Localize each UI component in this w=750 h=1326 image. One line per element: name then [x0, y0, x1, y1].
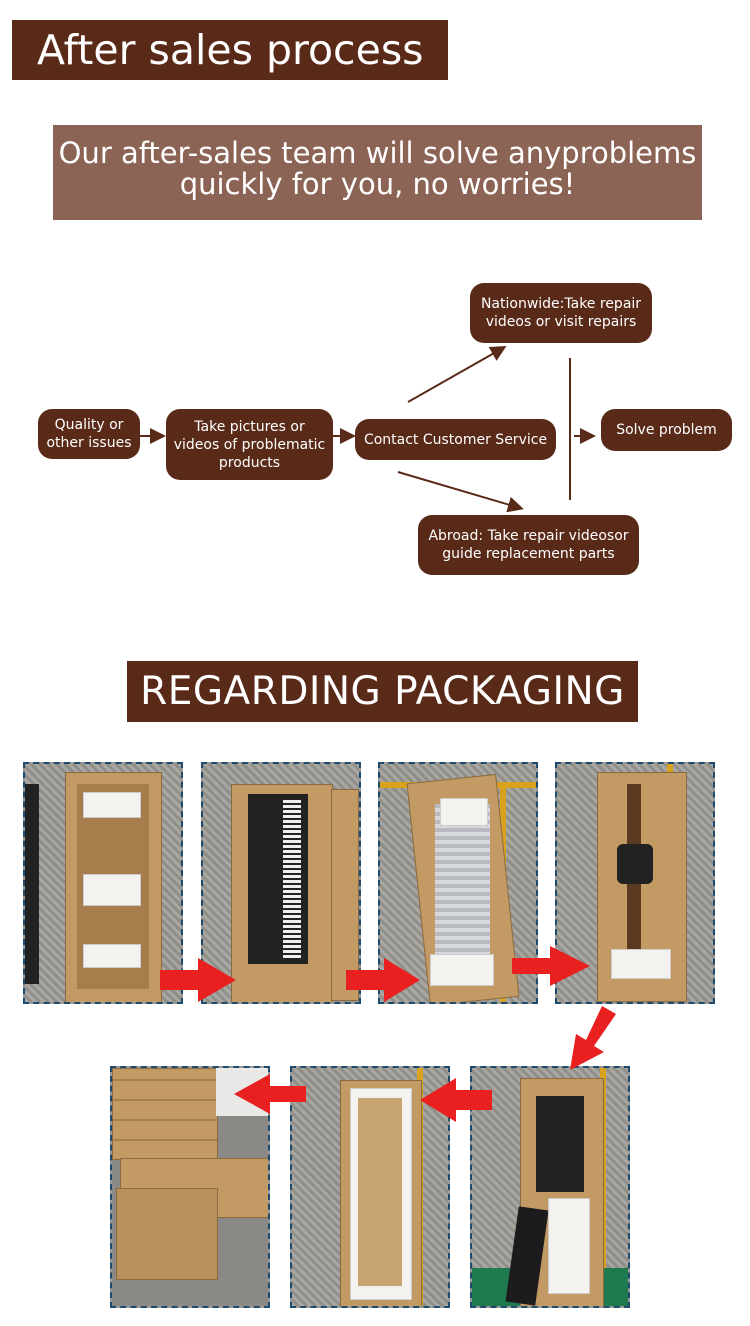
arrow-3-5	[397, 471, 524, 513]
flow-node-solve-problem: Solve problem	[601, 409, 732, 451]
flow-node-nationwide: Nationwide:Take repair videos or visit r…	[470, 283, 652, 343]
flow-node-take-pictures: Take pictures or videos of problematic p…	[166, 409, 333, 480]
flow-connectors	[140, 346, 596, 513]
after-sales-subtitle: Our after-sales team will solve anyprobl…	[53, 125, 702, 220]
flow-node-contact-service: Contact Customer Service	[355, 419, 556, 460]
packaging-photo-3	[378, 762, 538, 1004]
red-arrow-2-icon	[346, 958, 420, 1002]
packaging-photo-6	[290, 1066, 450, 1308]
packaging-photo-5	[470, 1066, 630, 1308]
red-arrow-6-icon	[234, 1074, 306, 1114]
arrow-3-4	[407, 346, 507, 403]
red-arrow-5-icon	[420, 1078, 492, 1122]
packaging-title: REGARDING PACKAGING	[127, 661, 638, 722]
after-sales-title: After sales process	[12, 20, 448, 80]
red-arrow-4-icon	[570, 1006, 616, 1070]
subtitle-line-2: quickly for you, no worries!	[179, 167, 576, 201]
packaging-photo-4	[555, 762, 715, 1004]
packaging-photo-2	[201, 762, 361, 1004]
packaging-photo-1	[23, 762, 183, 1004]
subtitle-line-1: Our after-sales team will solve anyprobl…	[58, 136, 697, 170]
red-arrow-1-icon	[160, 958, 236, 1002]
flow-node-abroad: Abroad: Take repair videosor guide repla…	[418, 515, 639, 575]
red-arrow-3-icon	[512, 946, 590, 986]
packaging-photo-7	[110, 1066, 270, 1308]
flow-node-quality-issues: Quality or other issues	[38, 409, 140, 459]
